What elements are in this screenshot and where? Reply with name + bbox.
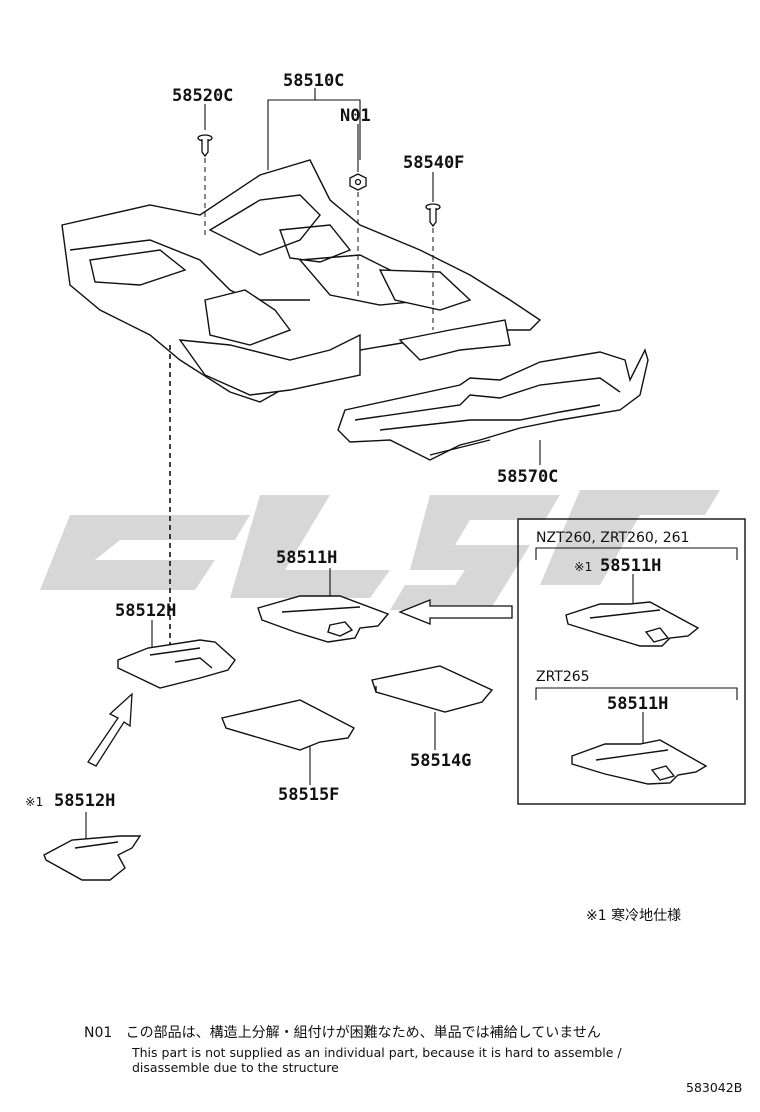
- inset-mat-2: [571, 739, 708, 785]
- label-58520C: 58520C: [172, 86, 233, 106]
- inset-mat-1: [565, 601, 700, 647]
- label-58512H-cold: 58512H: [54, 791, 115, 811]
- mat-58512H-cold: [43, 835, 142, 881]
- leader-lines: [85, 88, 644, 840]
- mat-58512H: [117, 639, 236, 689]
- arrow-left: [398, 599, 513, 625]
- arrow-up-left: [87, 692, 133, 767]
- floor-carpet-rear: [337, 348, 649, 461]
- watermark-logo: [40, 490, 720, 610]
- clip-58540F: [425, 203, 441, 228]
- dashed-leaders: [169, 158, 434, 645]
- diagram-code: 583042B: [686, 1080, 743, 1095]
- inset-box: [517, 518, 746, 805]
- inset-brackets: [535, 547, 738, 700]
- label-58514G: 58514G: [410, 751, 471, 771]
- inset-group1-title: NZT260, ZRT260, 261: [536, 530, 689, 546]
- note-n01-code: N01: [84, 1025, 113, 1041]
- inset-group2-title: ZRT265: [536, 669, 590, 685]
- cold-mark-1: ※1: [25, 794, 43, 809]
- mat-58515F: [221, 699, 355, 751]
- mat-58514G: [371, 665, 494, 713]
- label-58570C: 58570C: [497, 467, 558, 487]
- label-N01: N01: [340, 106, 371, 126]
- floor-carpet-front: [61, 159, 542, 403]
- label-58511H-box1: 58511H: [600, 556, 661, 576]
- label-58540F: 58540F: [403, 153, 464, 173]
- note-n01-en: This part is not supplied as an individu…: [132, 1045, 622, 1075]
- clip-58520C: [197, 134, 213, 158]
- note-n01-jp: N01 この部品は、構造上分解・組付けが困難なため、単品では補給していません: [84, 1022, 601, 1042]
- note-n01-jp-text: この部品は、構造上分解・組付けが困難なため、単品では補給していません: [125, 1025, 601, 1041]
- mat-58511H: [257, 595, 390, 643]
- label-58511H-main: 58511H: [276, 548, 337, 568]
- label-58511H-box2: 58511H: [607, 694, 668, 714]
- label-58515F: 58515F: [278, 785, 339, 805]
- nut-N01: [349, 173, 367, 191]
- cold-spec-legend: ※1 寒冷地仕様: [586, 908, 682, 924]
- label-58510C: 58510C: [283, 71, 344, 91]
- cold-mark-2: ※1: [574, 559, 592, 574]
- label-58512H-main: 58512H: [115, 601, 176, 621]
